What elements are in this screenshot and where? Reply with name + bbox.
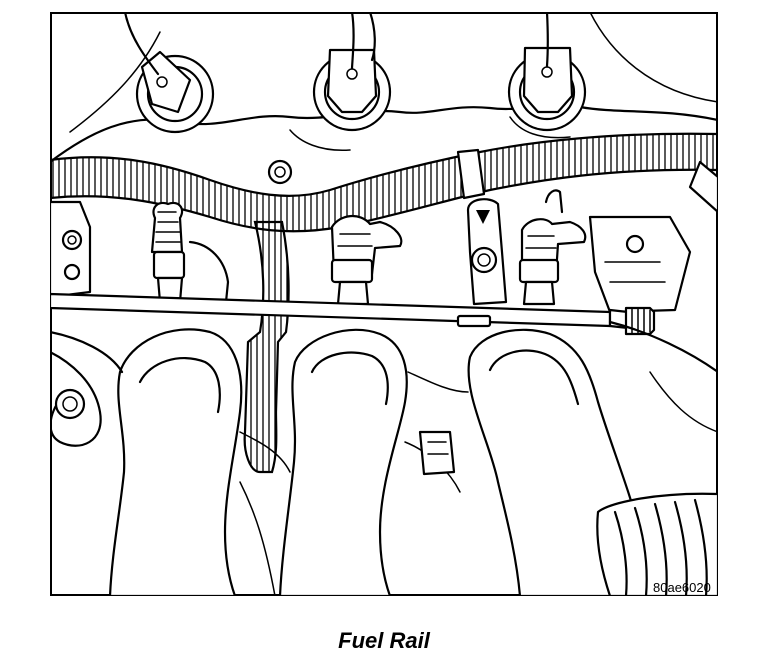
left-mounting-bracket [50, 200, 102, 447]
fuel-rail-bracket [466, 198, 508, 306]
figure-caption: Fuel Rail [338, 628, 430, 653]
spark-plug-boot-3 [507, 12, 587, 132]
fuel-fitting [624, 306, 656, 336]
fuel-injector-3 [518, 189, 587, 306]
spark-plug-boot-2 [312, 12, 392, 132]
fuel-injector-1 [150, 201, 230, 304]
fuel-injector-2 [330, 215, 403, 306]
intake-manifold-runner-2 [278, 328, 408, 596]
figure-reference-code: 80ae6020 [653, 580, 711, 595]
lower-engine-block [50, 320, 718, 596]
fuel-rail-tube [50, 292, 656, 336]
engine-illustration [50, 12, 718, 596]
right-mounting-boss [588, 215, 692, 314]
intake-manifold-runner-1 [108, 328, 243, 596]
spark-plug-boot-1 [123, 12, 215, 134]
corrugated-boot [596, 492, 718, 596]
